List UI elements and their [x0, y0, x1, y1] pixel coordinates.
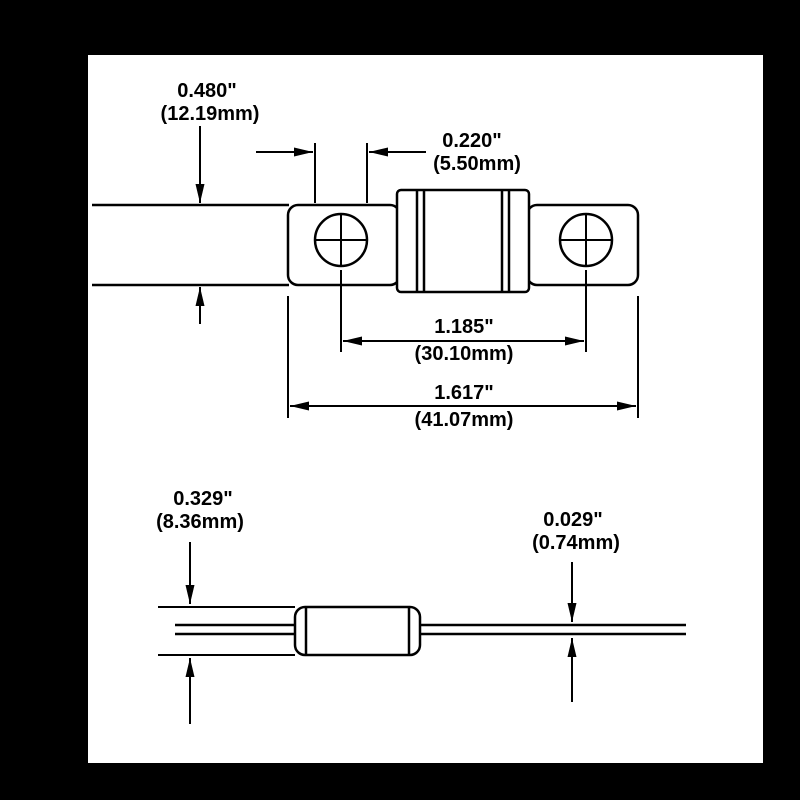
dim-overall-length: 1.617" (41.07mm) [287, 296, 639, 431]
right-mounting-hole [558, 212, 614, 268]
dim-label-inches: 1.617" [434, 382, 494, 404]
dim-label-inches: 0.220" [442, 130, 502, 152]
dim-label-mm: (41.07mm) [415, 409, 514, 431]
dim-body-height: 0.329" (8.36mm) [156, 488, 295, 724]
dim-label-inches: 0.029" [543, 509, 603, 531]
dim-label-inches: 1.185" [434, 316, 494, 338]
fuse-body-side [293, 605, 422, 657]
dim-label-mm: (5.50mm) [433, 153, 521, 175]
dim-label-inches: 0.480" [177, 80, 237, 102]
dim-label-mm: (30.10mm) [415, 343, 514, 365]
left-mounting-hole [313, 212, 369, 268]
dim-label-mm: (8.36mm) [156, 511, 244, 533]
dim-hole-spacing: 1.185" (30.10mm) [340, 270, 587, 365]
dim-tab-height: 0.480" (12.19mm) [161, 80, 260, 324]
top-view [92, 188, 640, 294]
dim-hole-diameter: 0.220" (5.50mm) [256, 130, 521, 203]
dim-label-mm: (0.74mm) [532, 532, 620, 554]
dim-terminal-thickness: 0.029" (0.74mm) [532, 509, 620, 702]
fuse-body [395, 188, 531, 294]
dim-label-inches: 0.329" [173, 488, 233, 510]
dim-label-mm: (12.19mm) [161, 103, 260, 125]
side-view [175, 605, 686, 657]
